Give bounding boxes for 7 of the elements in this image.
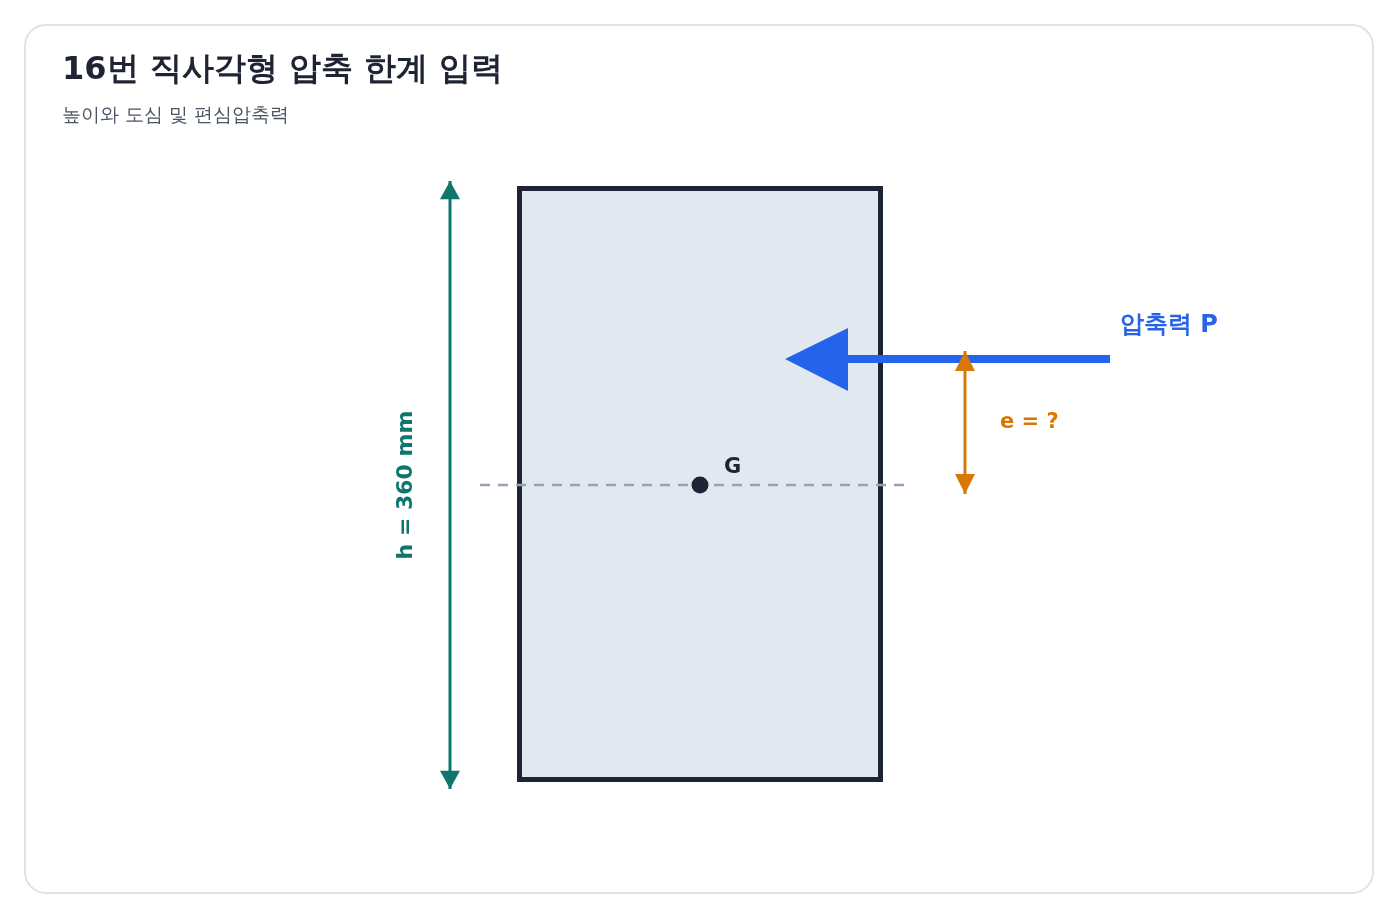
title: 16번 직사각형 압축 한계 입력 <box>62 52 504 84</box>
subtitle: 높이와 도심 및 편심압축력 <box>62 105 290 124</box>
force-label: 압축력 P <box>1120 312 1218 336</box>
centroid-label: G <box>724 456 742 477</box>
section-rectangle <box>517 186 883 782</box>
dimension-label: h = 360 mm <box>394 410 416 560</box>
dimension-label: e = ? <box>1000 411 1059 432</box>
